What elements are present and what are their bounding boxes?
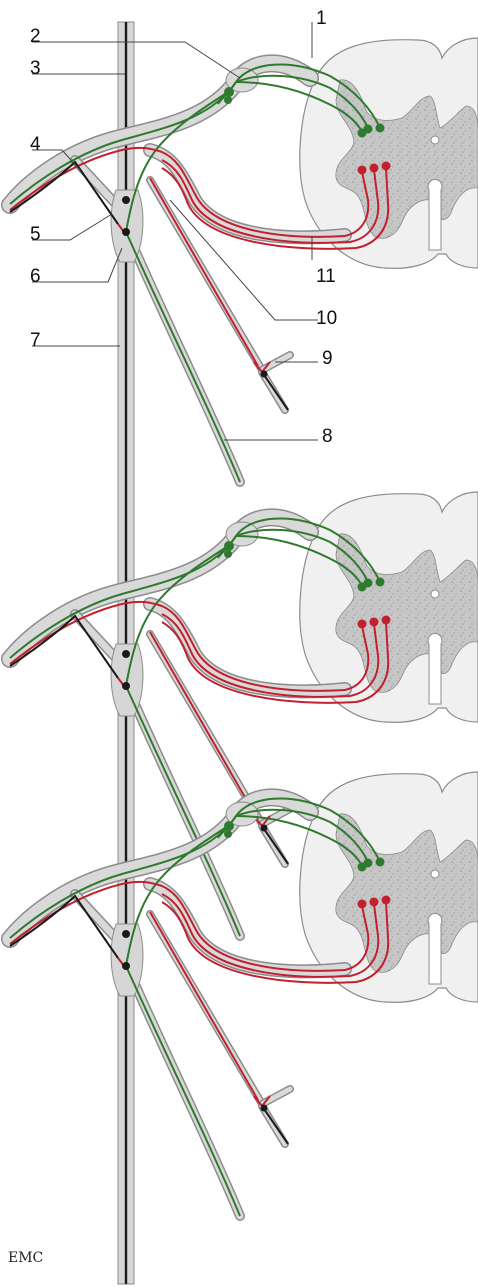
label-8: 8	[322, 426, 333, 447]
label-7: 7	[30, 330, 41, 351]
label-2: 2	[30, 26, 41, 47]
label-4: 4	[30, 134, 41, 155]
nerve-sheaths	[10, 63, 345, 482]
label-9: 9	[322, 348, 333, 369]
label-3: 3	[30, 58, 41, 79]
label-1: 1	[316, 8, 327, 29]
label-10: 10	[316, 308, 337, 329]
spinal-segment-3	[10, 772, 478, 1216]
label-11: 11	[316, 266, 336, 287]
label-5: 5	[30, 224, 41, 245]
spinal-segment	[10, 38, 478, 482]
label-6: 6	[30, 266, 41, 287]
emc-watermark: EMC	[8, 1250, 43, 1266]
